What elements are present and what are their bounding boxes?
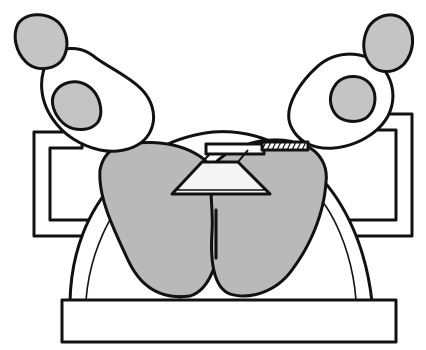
examination-table (62, 300, 396, 342)
left-stirrup-frame (34, 132, 94, 236)
